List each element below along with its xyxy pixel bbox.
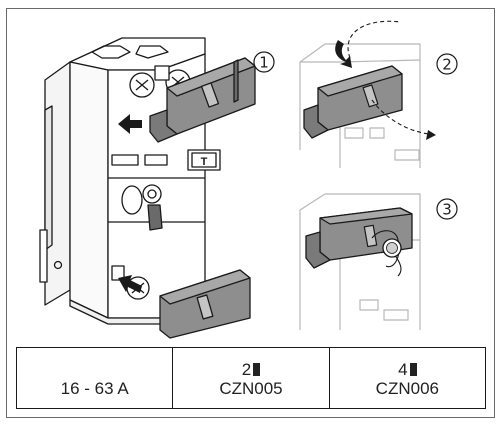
cover-pack-2-qty: 2	[173, 360, 328, 379]
reference-table: 16 - 63 A 2 CZN005 4 CZN006	[15, 347, 487, 409]
svg-text:1: 1	[259, 54, 269, 72]
top-terminal-cover	[149, 57, 256, 143]
step-3-drawing	[299, 193, 421, 330]
step-2-drawing	[299, 20, 436, 168]
figure-frame	[6, 8, 495, 418]
cover-pack-4-qty: 4	[330, 360, 485, 379]
cover-pack-4-cell: 4 CZN006	[328, 347, 487, 409]
bottom-terminal-cover	[159, 269, 251, 339]
rating-value: 16 - 63 A	[60, 379, 129, 398]
table-row: 16 - 63 A 2 CZN005 4 CZN006	[15, 347, 487, 409]
insertion-arrows	[118, 114, 142, 293]
cover-pack-4-ref: CZN006	[375, 379, 439, 398]
rating-cell: 16 - 63 A	[15, 347, 174, 409]
step-2-marker: 2	[436, 53, 458, 75]
step-3-marker: 3	[436, 198, 458, 220]
svg-text:3: 3	[442, 201, 452, 219]
cover-pack-2-cell: 2 CZN005	[172, 347, 330, 409]
installation-illustration: 1 2 3 T	[39, 20, 458, 339]
test-button-label: T	[201, 156, 208, 168]
cover-pack-2-ref: CZN005	[219, 379, 283, 398]
step-1-marker: 1	[253, 51, 275, 73]
svg-text:2: 2	[442, 56, 452, 74]
